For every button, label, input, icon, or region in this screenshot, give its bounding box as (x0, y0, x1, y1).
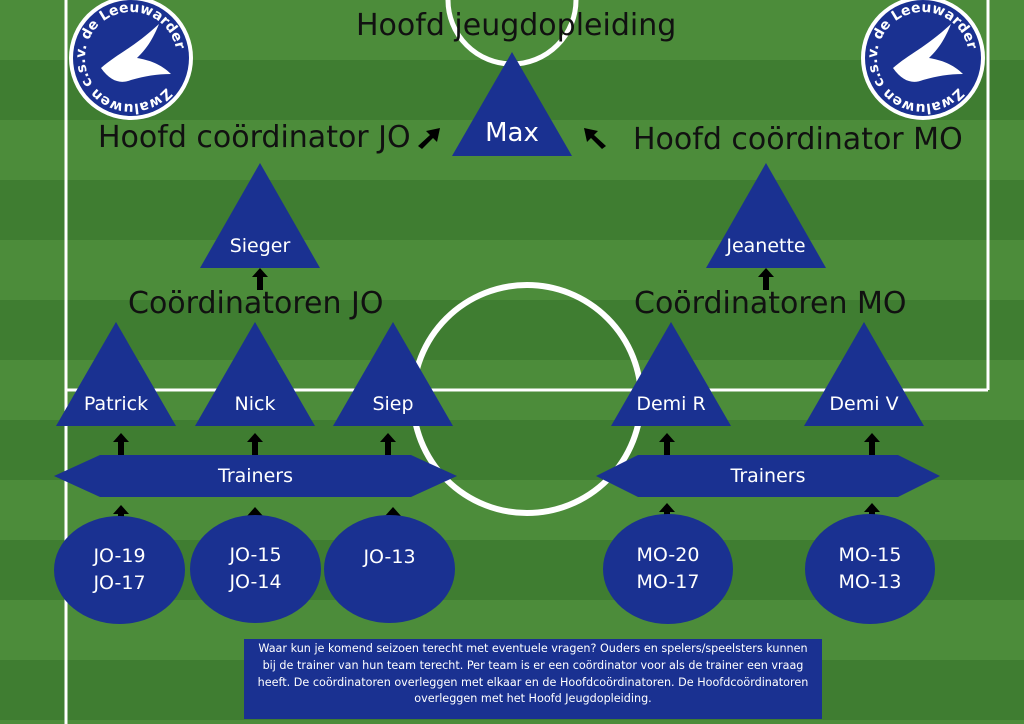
coordinator-name: Demi V (829, 393, 899, 415)
team-label: MO-15 (838, 544, 902, 566)
club-logo-left: Zwaluwen c.s.v. de Leeuwarder (49, 0, 213, 140)
team-group: MO-15 MO-13 (805, 514, 935, 624)
right-trainers-banner: Trainers (596, 455, 940, 497)
team-group: JO-15 JO-14 (190, 515, 321, 623)
left-head-title: Hoofd coördinator JO (98, 120, 411, 155)
team-label: JO-14 (229, 571, 282, 593)
coordinator-triangle: Siep (333, 322, 453, 426)
arrow-up-icon (113, 433, 129, 455)
page-title: Hoofd jeugdopleiding (356, 8, 677, 43)
arrow-up-icon (380, 433, 396, 455)
team-group: JO-13 (324, 515, 455, 623)
coordinator-name: Patrick (83, 393, 149, 415)
right-head-title: Hoofd coördinator MO (633, 122, 963, 157)
coordinator-triangle: Demi R (611, 322, 731, 426)
right-head-triangle: Jeanette (706, 163, 826, 268)
coordinator-triangle: Demi V (804, 322, 924, 426)
team-label: MO-13 (838, 571, 902, 593)
coordinator-triangle: Patrick (56, 322, 176, 426)
team-label: MO-20 (636, 544, 700, 566)
left-coords-title: Coördinatoren JO (128, 286, 384, 321)
coordinator-triangle: Nick (195, 322, 315, 426)
head-triangle: Max (452, 52, 572, 156)
trainers-label: Trainers (730, 465, 806, 487)
team-label: JO-15 (229, 544, 282, 566)
left-head-triangle: Sieger (200, 163, 320, 268)
team-label: JO-17 (93, 572, 146, 594)
arrow-up-right-icon (418, 128, 440, 149)
team-label: MO-17 (636, 571, 700, 593)
team-label: JO-13 (363, 545, 416, 568)
arrow-up-left-icon (584, 128, 606, 149)
arrow-up-icon (252, 268, 268, 290)
coordinator-name: Demi R (636, 393, 706, 415)
left-trainers-banner: Trainers (54, 455, 457, 497)
trainers-label: Trainers (218, 465, 293, 487)
team-label: JO-19 (93, 545, 146, 567)
coordinator-name: Nick (234, 393, 276, 415)
coordinator-name: Siep (372, 393, 414, 415)
arrow-up-icon (864, 433, 880, 455)
team-group: JO-19 JO-17 (54, 516, 185, 624)
team-group: MO-20 MO-17 (603, 514, 733, 624)
head-name: Max (485, 118, 539, 148)
info-box: Waar kun je komend seizoen terecht met e… (244, 639, 822, 719)
right-coords-title: Coördinatoren MO (634, 286, 907, 321)
arrow-up-icon (659, 433, 675, 455)
swallow-icon (893, 24, 963, 82)
left-head-name: Sieger (229, 235, 291, 257)
club-logo-right: Zwaluwen c.s.v. de Leeuwarder (841, 0, 1005, 140)
swallow-icon (101, 24, 171, 82)
arrow-up-icon (758, 268, 774, 290)
arrow-up-icon (247, 433, 263, 455)
right-head-name: Jeanette (726, 235, 806, 257)
